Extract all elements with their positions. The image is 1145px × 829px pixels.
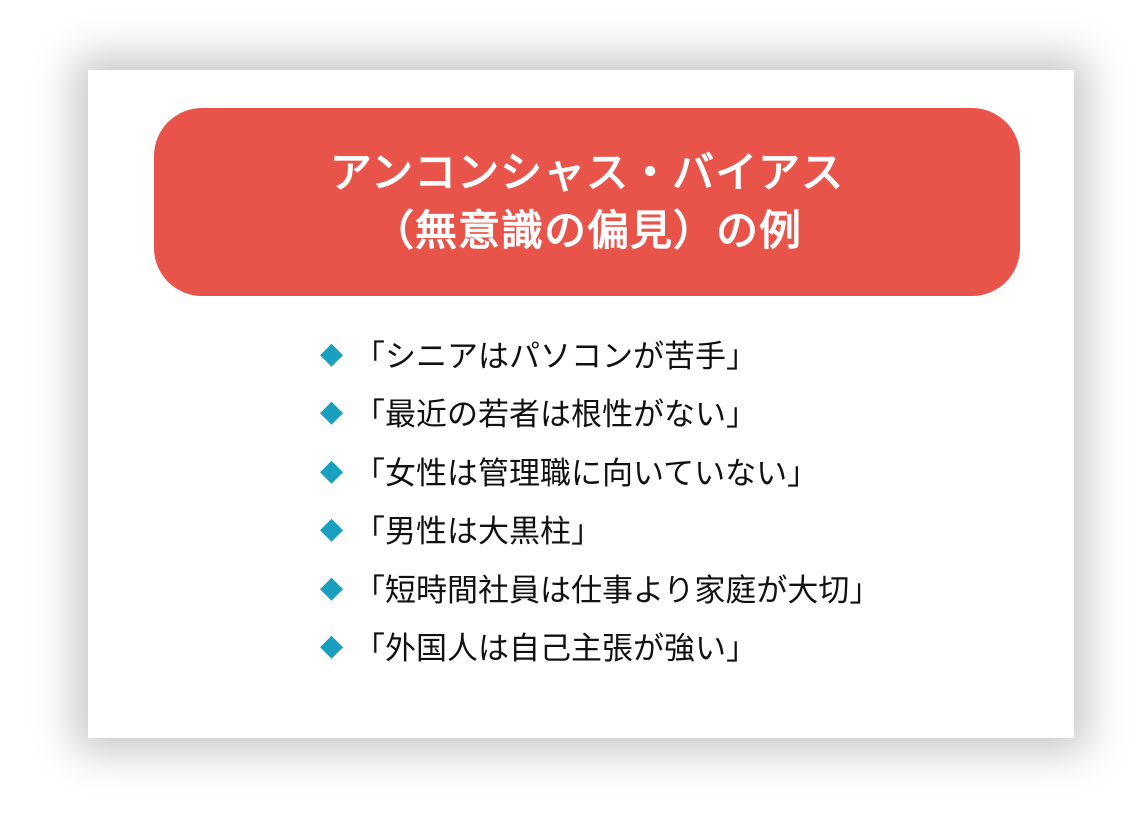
list-item: ◆ 「シニアはパソコンが苦手」 bbox=[320, 324, 880, 383]
diamond-bullet-icon: ◆ bbox=[320, 628, 344, 664]
diamond-bullet-icon: ◆ bbox=[320, 394, 344, 430]
example-text: 「最近の若者は根性がない」 bbox=[354, 397, 757, 434]
list-item: ◆ 「最近の若者は根性がない」 bbox=[320, 383, 880, 442]
example-text: 「女性は管理職に向いていない」 bbox=[354, 455, 819, 492]
title-line-2: （無意識の偏見）の例 bbox=[371, 206, 802, 255]
content-card: アンコンシャス・バイアス （無意識の偏見）の例 ◆ 「シニアはパソコンが苦手」 … bbox=[88, 70, 1074, 738]
title-line-1: アンコンシャス・バイアス bbox=[329, 148, 845, 197]
title-banner: アンコンシャス・バイアス （無意識の偏見）の例 bbox=[154, 108, 1020, 296]
example-text: 「短時間社員は仕事より家庭が大切」 bbox=[354, 572, 881, 609]
example-text: 「シニアはパソコンが苦手」 bbox=[354, 338, 757, 375]
diamond-bullet-icon: ◆ bbox=[320, 569, 344, 605]
examples-list: ◆ 「シニアはパソコンが苦手」 ◆ 「最近の若者は根性がない」 ◆ 「女性は管理… bbox=[320, 324, 880, 675]
list-item: ◆ 「男性は大黒柱」 bbox=[320, 500, 880, 559]
diamond-bullet-icon: ◆ bbox=[320, 335, 344, 371]
list-item: ◆ 「外国人は自己主張が強い」 bbox=[320, 617, 880, 676]
list-item: ◆ 「短時間社員は仕事より家庭が大切」 bbox=[320, 558, 880, 617]
diamond-bullet-icon: ◆ bbox=[320, 452, 344, 488]
list-item: ◆ 「女性は管理職に向いていない」 bbox=[320, 441, 880, 500]
diamond-bullet-icon: ◆ bbox=[320, 511, 344, 547]
example-text: 「外国人は自己主張が強い」 bbox=[354, 631, 757, 668]
example-text: 「男性は大黒柱」 bbox=[354, 514, 602, 551]
